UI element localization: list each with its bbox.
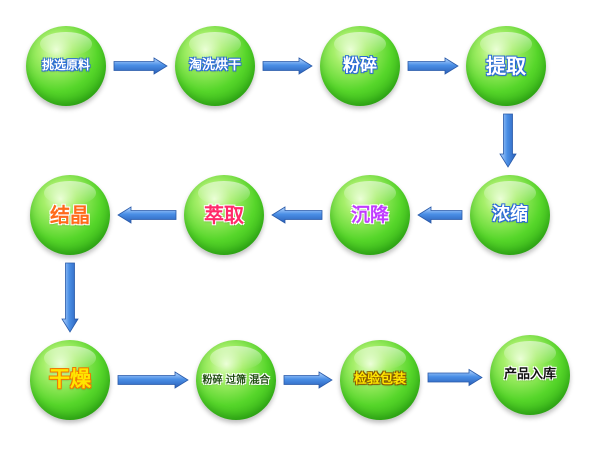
step-select-raw-materials: 挑选原料 bbox=[26, 26, 106, 106]
step-crystallize: 结晶 bbox=[30, 175, 110, 255]
node-label: 浓缩 bbox=[492, 204, 528, 226]
flow-arrow-5 bbox=[417, 206, 463, 224]
step-crush-sieve-mix: 粉碎 过筛 混合 bbox=[196, 340, 276, 420]
step-concentrate: 浓缩 bbox=[470, 175, 550, 255]
flow-arrow-11 bbox=[427, 368, 483, 387]
node-label: 粉碎 bbox=[343, 55, 377, 76]
node-label: 干燥 bbox=[49, 367, 91, 392]
flow-arrow-3 bbox=[407, 57, 459, 75]
node-label: 产品入库 bbox=[503, 366, 556, 382]
flow-arrow-10 bbox=[283, 371, 333, 389]
flow-arrow-8 bbox=[61, 262, 79, 333]
step-dry: 干燥 bbox=[30, 340, 110, 420]
step-solvent-extract: 萃取 bbox=[184, 175, 264, 255]
step-inspect-pack: 检验包装 bbox=[340, 340, 420, 420]
flow-arrow-7 bbox=[117, 206, 177, 224]
step-crush: 粉碎 bbox=[320, 26, 400, 106]
step-settle: 沉降 bbox=[330, 175, 410, 255]
node-label: 结晶 bbox=[50, 203, 90, 227]
node-label: 萃取 bbox=[204, 203, 244, 227]
flow-arrow-9 bbox=[117, 371, 189, 389]
node-label: 提取 bbox=[486, 54, 526, 78]
node-label: 挑选原料 bbox=[41, 58, 90, 73]
node-label: 检验包装 bbox=[353, 371, 406, 387]
step-product-storage: 产品入库 bbox=[490, 335, 570, 415]
node-label: 沉降 bbox=[350, 203, 389, 226]
flow-arrow-1 bbox=[113, 57, 168, 75]
step-wash-dry: 淘洗烘干 bbox=[175, 26, 255, 106]
node-label: 粉碎 过筛 混合 bbox=[202, 374, 270, 386]
flow-arrow-4 bbox=[499, 113, 517, 168]
flow-arrow-2 bbox=[262, 57, 313, 75]
step-extract: 提取 bbox=[466, 26, 546, 106]
node-label: 淘洗烘干 bbox=[188, 57, 241, 73]
flow-arrow-6 bbox=[271, 206, 323, 224]
